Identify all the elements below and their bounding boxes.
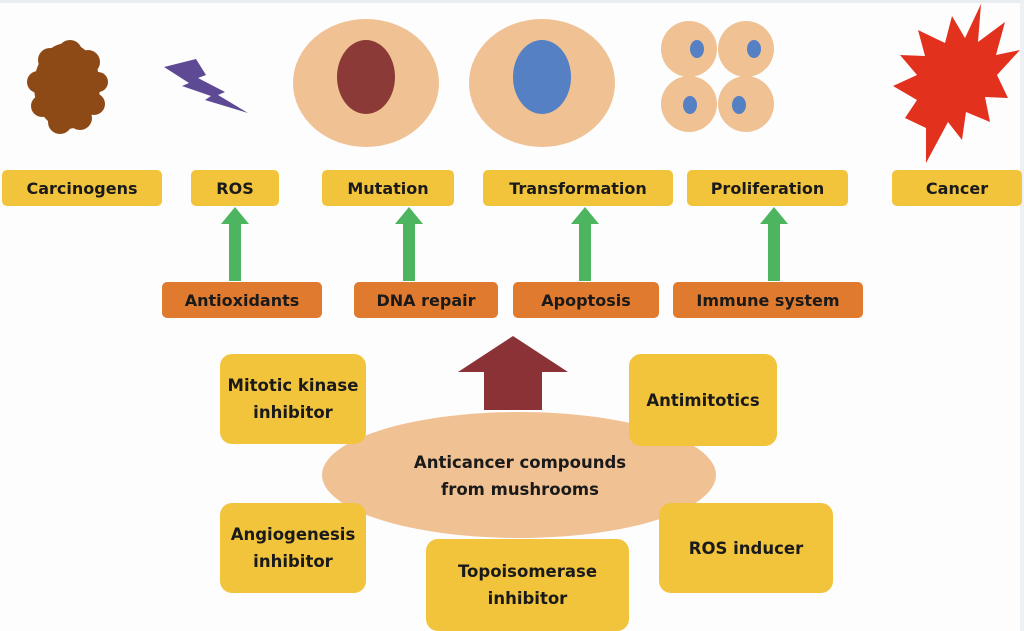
- compound-line2: inhibitor: [253, 403, 333, 422]
- defense-immune-system: Immune system: [673, 282, 863, 318]
- compound-line1: Mitotic kinase: [227, 376, 359, 395]
- stage-label: Proliferation: [710, 178, 825, 198]
- compound-line1: Antimitotics: [646, 390, 760, 410]
- right-border: [1020, 0, 1024, 631]
- compound-line1: Angiogenesis: [230, 525, 356, 544]
- center-line1: Anticancer compounds: [413, 453, 627, 472]
- compound-ros-inducer: ROS inducer: [659, 503, 833, 593]
- compound-line1: ROS inducer: [688, 538, 804, 558]
- stage-label: ROS: [216, 178, 254, 198]
- stage-mutation: Mutation: [322, 170, 454, 206]
- lightning-bolt-icon: [164, 59, 248, 113]
- proliferating-cells-icon: [661, 21, 774, 132]
- compound-line2: inhibitor: [253, 552, 333, 571]
- stage-transformation: Transformation: [483, 170, 673, 206]
- stage-ros: ROS: [191, 170, 279, 206]
- defense-antioxidants: Antioxidants: [162, 282, 322, 318]
- center-ellipse: [322, 412, 716, 538]
- compound-mitotic-kinase-inhibitor: Mitotic kinase inhibitor: [220, 354, 366, 444]
- stage-proliferation: Proliferation: [687, 170, 848, 206]
- main-up-arrow: [458, 336, 568, 410]
- center-label: Anticancer compounds from mushrooms: [370, 446, 670, 506]
- stage-carcinogens: Carcinogens: [2, 170, 162, 206]
- stage-label: Carcinogens: [26, 178, 138, 198]
- defense-dna-repair: DNA repair: [354, 282, 498, 318]
- defense-label: DNA repair: [376, 290, 476, 310]
- defense-label: Antioxidants: [184, 290, 300, 310]
- defense-apoptosis: Apoptosis: [513, 282, 659, 318]
- top-border: [0, 0, 1024, 3]
- support-arrow-antioxidants: [221, 207, 249, 281]
- support-arrow-dna-repair: [395, 207, 423, 281]
- compound-angiogenesis-inhibitor: Angiogenesis inhibitor: [220, 503, 366, 593]
- defense-label: Immune system: [696, 290, 840, 310]
- compound-line2: inhibitor: [487, 589, 568, 608]
- support-arrow-immune: [760, 207, 788, 281]
- compound-topoisomerase-inhibitor: Topoisomerase inhibitor: [426, 539, 629, 631]
- stage-label: Mutation: [347, 178, 429, 198]
- stage-label: Transformation: [509, 178, 647, 198]
- cancer-starburst-icon: [893, 4, 1020, 163]
- carcinogen-blob-icon: [27, 40, 108, 134]
- center-line2: from mushrooms: [441, 480, 599, 499]
- stage-label: Cancer: [925, 178, 989, 198]
- support-arrow-apoptosis: [571, 207, 599, 281]
- compound-line1: Topoisomerase: [457, 562, 598, 581]
- defense-label: Apoptosis: [541, 290, 631, 310]
- compound-antimitotics: Antimitotics: [629, 354, 777, 446]
- stage-cancer: Cancer: [892, 170, 1022, 206]
- mutated-cell-icon: [293, 19, 439, 147]
- transformed-cell-icon: [469, 19, 615, 147]
